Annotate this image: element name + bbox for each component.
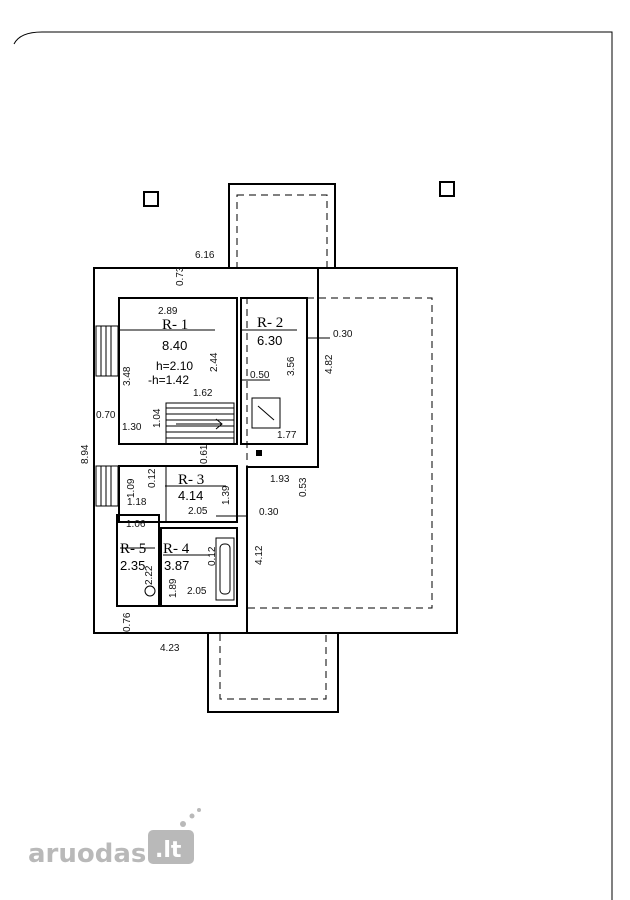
dim-012a: 0.12 bbox=[147, 468, 158, 488]
floor-drain bbox=[256, 450, 262, 456]
room-r3-area: 4.14 bbox=[178, 488, 203, 503]
balcony-bottom bbox=[207, 632, 339, 713]
dim-106: 1.06 bbox=[126, 519, 146, 530]
room-r4-area: 3.87 bbox=[164, 558, 189, 573]
dim-412: 4.12 bbox=[254, 545, 265, 565]
dim-289: 2.89 bbox=[158, 306, 178, 317]
page-frame bbox=[13, 31, 613, 900]
dim-348: 3.48 bbox=[122, 366, 133, 386]
dim-244: 2.44 bbox=[209, 352, 220, 372]
room-r5-label: R- 5 bbox=[120, 541, 146, 557]
room-r4-label: R- 4 bbox=[163, 541, 190, 557]
room-r2-area: 6.30 bbox=[257, 333, 282, 348]
boiler-mark bbox=[257, 405, 275, 421]
dim-130: 1.30 bbox=[122, 422, 142, 433]
dimension-lines bbox=[120, 329, 330, 556]
chimney-right bbox=[439, 181, 455, 197]
dim-482: 4.82 bbox=[324, 354, 335, 374]
dim-139: 1.39 bbox=[221, 485, 232, 505]
room-r2-outline bbox=[240, 297, 308, 445]
boiler bbox=[251, 397, 281, 429]
room-r1-height: h=2.10 bbox=[156, 359, 193, 373]
room-r1-label: R- 1 bbox=[162, 317, 188, 333]
dim-118: 1.18 bbox=[127, 497, 147, 508]
room-r3-outline bbox=[118, 465, 238, 523]
outer-wall bbox=[93, 267, 458, 634]
dim-205a: 2.05 bbox=[188, 506, 208, 517]
toilet bbox=[144, 585, 156, 597]
dim-189: 1.89 bbox=[168, 578, 179, 598]
window-left-2 bbox=[95, 465, 119, 507]
dim-030a: 0.30 bbox=[333, 329, 353, 340]
bathtub-inner bbox=[219, 543, 231, 595]
dim-423: 4.23 bbox=[160, 643, 180, 654]
dim-193: 1.93 bbox=[270, 474, 290, 485]
room-r1-area: 8.40 bbox=[162, 338, 187, 353]
dim-109: 1.09 bbox=[126, 478, 137, 498]
stair bbox=[165, 402, 235, 445]
dim-894: 8.94 bbox=[80, 444, 91, 464]
balcony-bottom-dashed bbox=[219, 632, 327, 700]
room-r2-label: R- 2 bbox=[257, 315, 283, 331]
dim-076: 0.76 bbox=[122, 612, 133, 632]
room-r1-low-height: -h=1.42 bbox=[148, 373, 189, 387]
stair-treads bbox=[166, 407, 234, 439]
dim-222: 2.22 bbox=[144, 565, 155, 585]
bathtub bbox=[215, 537, 235, 601]
dim-616: 6.16 bbox=[195, 250, 215, 261]
roof-open-area bbox=[246, 297, 433, 609]
dim-070: 0.70 bbox=[96, 410, 116, 421]
svg-text:aruodas: aruodas bbox=[28, 839, 146, 869]
dim-162: 1.62 bbox=[193, 388, 213, 399]
room-r5-outline bbox=[116, 514, 160, 607]
chimney-left bbox=[143, 191, 159, 207]
balcony-top-dashed bbox=[236, 194, 328, 269]
window-left-1 bbox=[95, 325, 119, 377]
dim-073: 0.73 bbox=[175, 266, 186, 286]
dim-030b: 0.30 bbox=[259, 507, 279, 518]
dim-177: 1.77 bbox=[277, 430, 297, 441]
dim-104: 1.04 bbox=[152, 408, 163, 428]
room-r5-area: 2.35 bbox=[120, 558, 145, 573]
dim-012b: 0.12 bbox=[207, 546, 218, 566]
dim-053: 0.53 bbox=[298, 477, 309, 497]
room-r4-outline bbox=[160, 527, 238, 607]
balcony-top bbox=[228, 183, 336, 269]
dim-356: 3.56 bbox=[286, 356, 297, 376]
watermark-logo: aruodas .lt bbox=[28, 808, 201, 869]
dim-061: 0.61 bbox=[199, 444, 210, 464]
room-r3-label: R- 3 bbox=[178, 472, 204, 488]
dim-205b: 2.05 bbox=[187, 586, 207, 597]
svg-text:.lt: .lt bbox=[155, 838, 182, 863]
dim-050: 0.50 bbox=[250, 370, 270, 381]
